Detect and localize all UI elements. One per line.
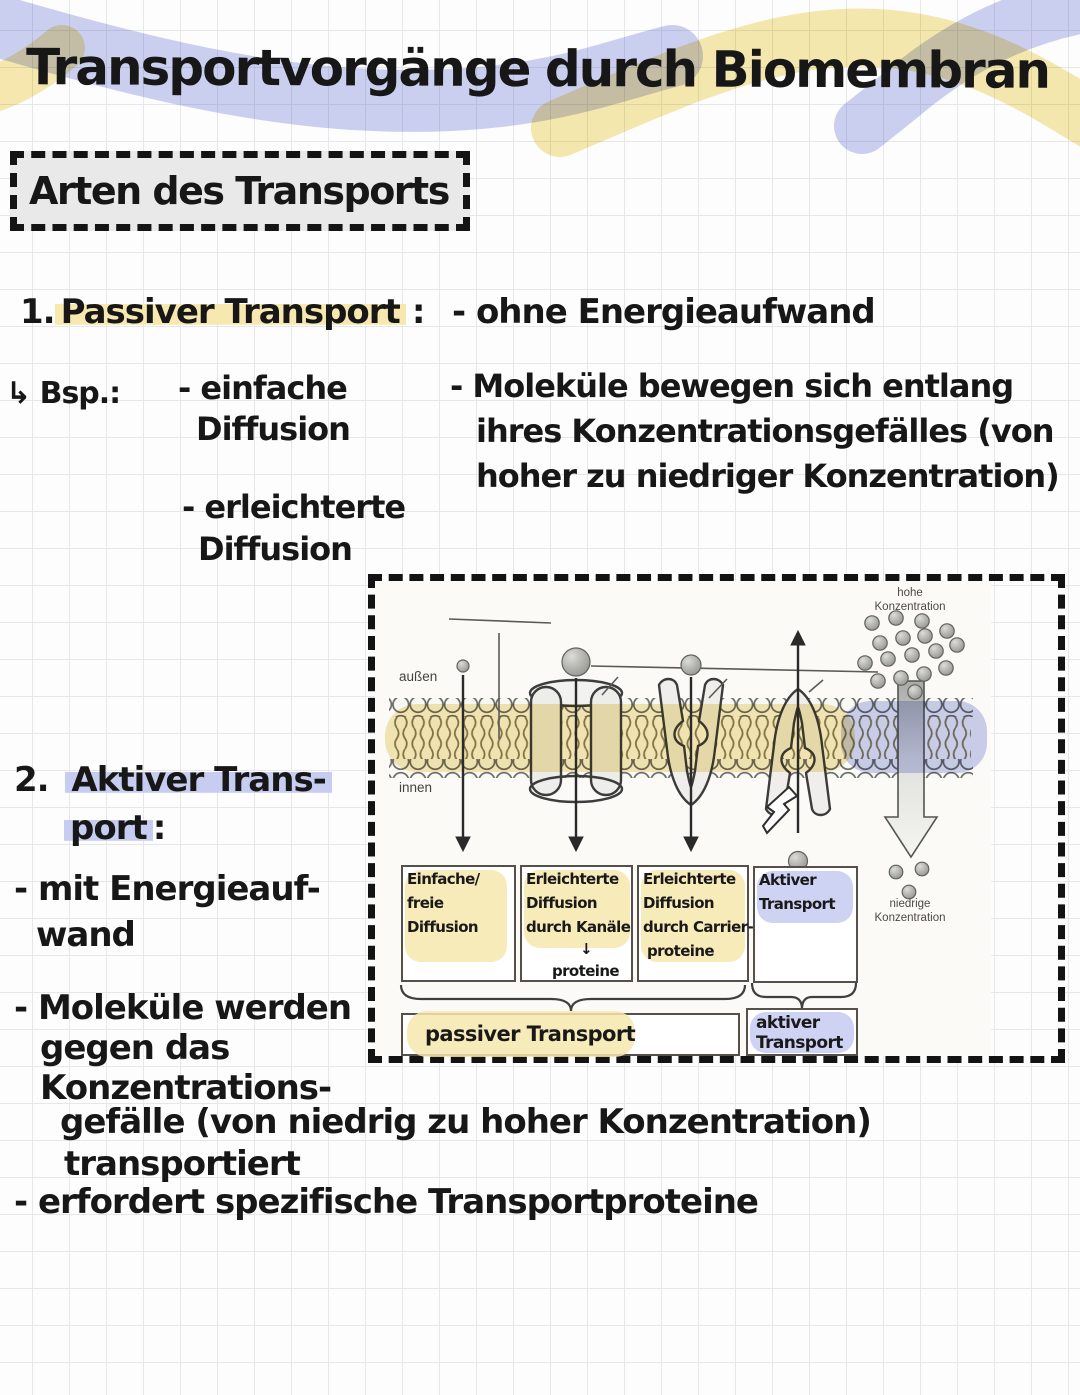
section-heading-box: Arten des Transports xyxy=(10,151,470,231)
box-line: durch Carrier- xyxy=(643,918,754,936)
note-line: - Moleküle bewegen sich entlang xyxy=(450,367,1014,405)
summary-box-passive: passiver Transport xyxy=(401,1011,740,1057)
active-point-gradient: - Moleküle werden gegen das Konzentratio… xyxy=(14,988,352,1108)
highlight-blob xyxy=(750,1012,854,1053)
down-arrow-icon: ↓ xyxy=(580,940,593,958)
section-heading-label: Arten des Transports xyxy=(29,169,450,213)
box-line: Diffusion xyxy=(526,894,598,912)
summary-label: passiver Transport xyxy=(425,1022,636,1046)
box-line: proteine xyxy=(552,962,620,980)
note-line: - Moleküle werden xyxy=(14,988,352,1028)
printed-labels: außen innen hohe Konzentration niedrige … xyxy=(399,587,945,924)
active-term-highlighted: port xyxy=(64,808,153,848)
high-concentration-label: Konzentration xyxy=(875,601,946,613)
summary-box-active: aktiver Transport xyxy=(746,1008,858,1056)
membrane-illustration: außen innen hohe Konzentration niedrige … xyxy=(375,581,991,1056)
box-line: Erleichterte xyxy=(526,870,619,888)
active-number: 2. xyxy=(14,760,50,800)
passive-colon: : xyxy=(411,292,426,332)
label-box-channel-diffusion: Erleichterte Diffusion durch Kanäle ↓ pr… xyxy=(520,865,633,982)
example-line: Diffusion xyxy=(198,530,353,568)
low-concentration-label: niedrige xyxy=(890,898,931,910)
label-box-active-transport: Aktiver Transport xyxy=(753,866,858,983)
highlight-blob xyxy=(641,870,745,962)
note-line: wand xyxy=(36,915,136,955)
molecule-dots xyxy=(456,610,965,900)
decorative-waves xyxy=(0,0,1080,157)
low-concentration-dots xyxy=(888,861,930,900)
note-line: Konzentrations- xyxy=(40,1068,332,1108)
note-line: gegen das xyxy=(40,1028,230,1068)
summary-label: aktiver xyxy=(756,1013,820,1033)
transport-arrows xyxy=(455,629,806,853)
annotation-leader-lines xyxy=(448,618,879,739)
note-line: hoher zu niedriger Konzentration) xyxy=(476,457,1060,495)
note-line: - mit Energieauf- xyxy=(14,869,321,909)
outside-label: außen xyxy=(399,669,437,684)
energy-lightning-icon xyxy=(761,785,799,835)
membrane-highlight-purple xyxy=(841,701,987,773)
active-point-proteins: - erfordert spezifische Transportprotein… xyxy=(14,1182,759,1222)
low-concentration-label: Konzentration xyxy=(875,912,946,924)
inside-label: innen xyxy=(399,780,432,795)
box-line: Diffusion xyxy=(643,894,715,912)
highlight-blob xyxy=(524,870,630,948)
membrane-diagram: außen innen hohe Konzentration niedrige … xyxy=(375,581,1058,1057)
example-simple-diffusion: - einfache Diffusion xyxy=(178,368,351,450)
box-line: Erleichterte xyxy=(643,870,736,888)
box-line: Transport xyxy=(759,895,836,913)
passive-number: 1. xyxy=(20,292,56,332)
example-line: - erleichterte xyxy=(182,488,406,526)
box-line: freie xyxy=(407,894,444,912)
passive-molecules-note: - Moleküle bewegen sich entlang ihres Ko… xyxy=(450,364,1060,499)
box-line: Einfache/ xyxy=(407,870,480,888)
bsp-label: ↳ Bsp.: xyxy=(6,376,121,411)
active-term-highlighted: Aktiver Trans- xyxy=(65,760,332,800)
membrane-diagram-box: außen innen hohe Konzentration niedrige … xyxy=(368,574,1065,1063)
membrane-highlight-yellow xyxy=(385,704,855,772)
active-point-gradient-cont: gefälle (von niedrig zu hoher Konzentrat… xyxy=(60,1102,872,1142)
example-facilitated-diffusion: - erleichterte Diffusion xyxy=(182,486,406,570)
active-heading: 2. Aktiver Trans- port: xyxy=(14,756,332,852)
active-colon: : xyxy=(152,808,167,848)
highlight-blob xyxy=(407,1011,635,1057)
box-line: Aktiver xyxy=(759,871,817,889)
box-line: durch Kanäle xyxy=(526,918,631,936)
high-concentration-label: hohe xyxy=(897,587,923,599)
page-title: Transportvorgänge durch Biomembran xyxy=(25,38,1050,100)
decorative-wave-yellow-main xyxy=(531,8,1080,157)
summary-label: Transport xyxy=(756,1033,843,1053)
high-concentration-dots xyxy=(857,610,965,700)
note-line: ihres Konzentrationsgefälles (von xyxy=(476,412,1054,450)
label-box-simple-diffusion: Einfache/ freie Diffusion xyxy=(401,865,516,982)
box-line: proteine xyxy=(647,942,715,960)
active-heading-line: 2. Aktiver Trans- xyxy=(14,756,332,804)
highlight-blob xyxy=(757,871,853,923)
label-box-carrier-diffusion: Erleichterte Diffusion durch Carrier- pr… xyxy=(637,865,754,982)
passive-heading: 1.Passiver Transport: xyxy=(20,292,426,332)
example-line: - einfache xyxy=(178,369,348,407)
decorative-wave-lavender-left xyxy=(0,0,703,132)
example-line: Diffusion xyxy=(196,410,351,448)
box-line: Diffusion xyxy=(407,918,479,936)
decorative-wave-lavender-right xyxy=(834,0,1080,154)
passive-term-highlighted: Passiver Transport xyxy=(54,292,406,332)
passive-point-energy: - ohne Energieaufwand xyxy=(452,292,876,332)
active-point-gradient-cont2: transportiert xyxy=(64,1144,301,1184)
highlight-blob xyxy=(405,870,507,962)
active-heading-line: port: xyxy=(14,804,332,852)
active-point-energy: - mit Energieauf- wand xyxy=(14,866,321,958)
decorative-wave-yellow-left xyxy=(0,25,85,112)
